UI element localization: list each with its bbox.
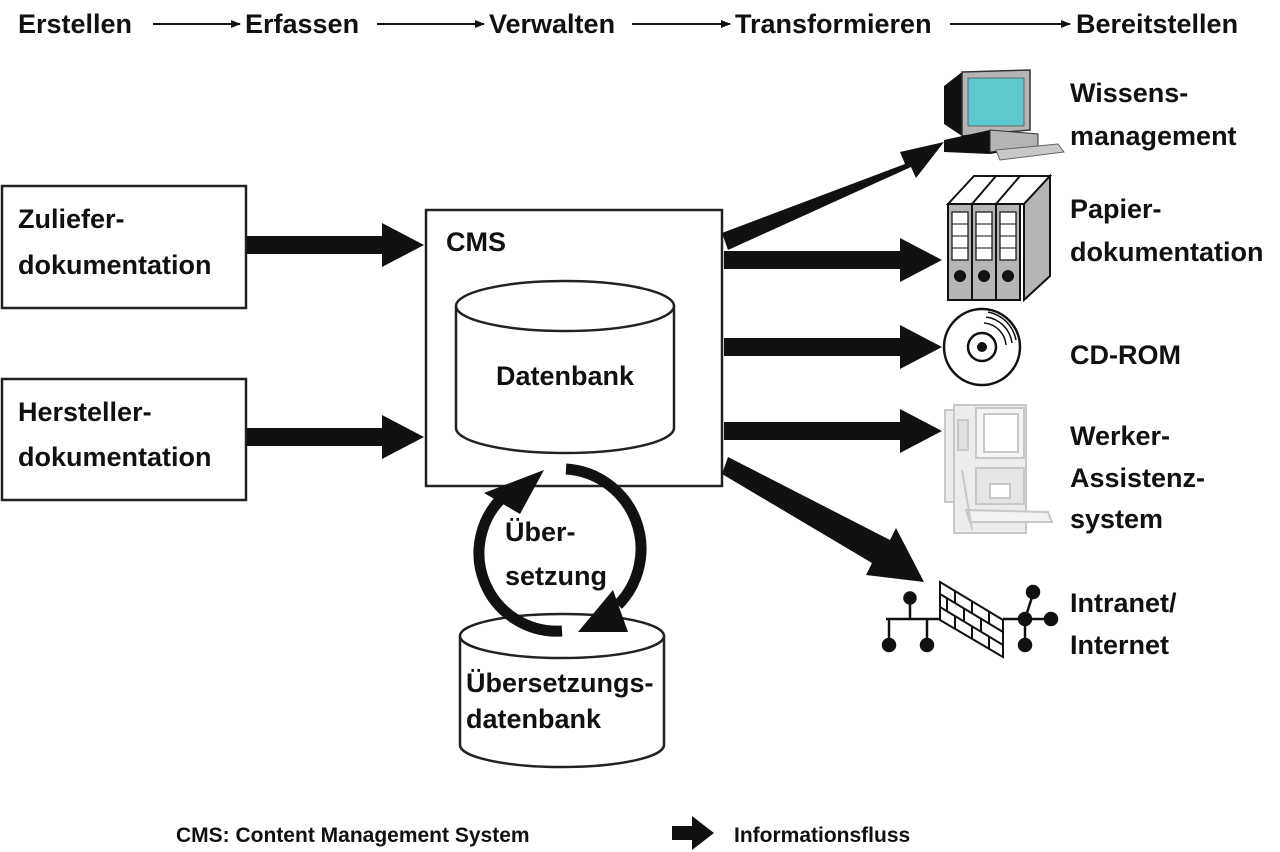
source-hersteller: Hersteller- dokumentation [0,377,248,502]
source-zuliefer: Zuliefer- dokumentation [0,184,248,310]
source-label: dokumentation [18,250,212,280]
flow-arrow [724,238,942,282]
cycle-arrowhead [578,590,628,632]
database-cylinder: Datenbank [454,279,676,455]
output-labels: Wissens- management Papier- dokumentatio… [1070,78,1264,660]
computer-icon [944,69,1065,161]
output-label-werker-assistenzsystem: Assistenz- [1070,463,1205,493]
cycle-arrowhead [484,470,544,514]
flow-arrow [722,457,924,582]
translation-database: Übersetzungs- datenbank [458,612,666,769]
translation-label: setzung [505,561,607,591]
cycle-arc [565,463,647,609]
translation-cycle: Über- setzung [473,463,647,637]
step-bereitstellen: Bereitstellen [1076,9,1238,39]
output-label-intranet-internet: Intranet/ [1070,588,1177,618]
cms-box: CMS Datenbank [424,208,724,488]
output-label-wissensmanagement: Wissens- [1070,78,1188,108]
output-label-wissensmanagement: management [1070,121,1237,151]
step-verwalten: Verwalten [489,9,615,39]
cycle-arc [473,490,563,637]
network-firewall-icon [881,580,1059,659]
output-arrows [722,142,944,582]
legend-arrow-icon [672,816,714,850]
flow-arrow [247,223,424,267]
output-label-papierdokumentation: Papier- [1070,194,1162,224]
output-label-werker-assistenzsystem: Werker- [1070,421,1170,451]
source-label: dokumentation [18,442,212,472]
output-label-papierdokumentation: dokumentation [1070,237,1264,267]
flow-arrow [247,415,424,459]
legend-arrow-meaning: Informationsfluss [734,824,910,847]
process-steps: Erstellen Erfassen Verwalten Transformie… [18,9,1238,39]
legend: CMS: Content Management System Informati… [176,816,910,850]
flow-arrow [722,142,944,250]
cd-rom-icon [942,307,1022,387]
legend-abbreviation: CMS: Content Management System [176,824,530,847]
step-erstellen: Erstellen [18,9,132,39]
output-label-cd-rom: CD-ROM [1070,340,1181,370]
step-erfassen: Erfassen [245,9,359,39]
flow-arrow [724,325,942,369]
database-label: Datenbank [496,361,635,391]
output-label-intranet-internet: Internet [1070,630,1169,660]
worker-terminal-icon [944,404,1054,534]
translation-label: Über- [505,517,576,547]
translation-db-label: datenbank [466,704,602,734]
flow-arrow [724,409,942,453]
output-label-werker-assistenzsystem: system [1070,504,1163,534]
source-label: Hersteller- [18,397,152,427]
source-label: Zuliefer- [18,204,125,234]
input-arrows [247,223,424,459]
cms-title: CMS [446,227,506,257]
step-transformieren: Transformieren [735,9,932,39]
binders-icon [945,173,1053,303]
translation-db-label: Übersetzungs- [466,668,654,698]
